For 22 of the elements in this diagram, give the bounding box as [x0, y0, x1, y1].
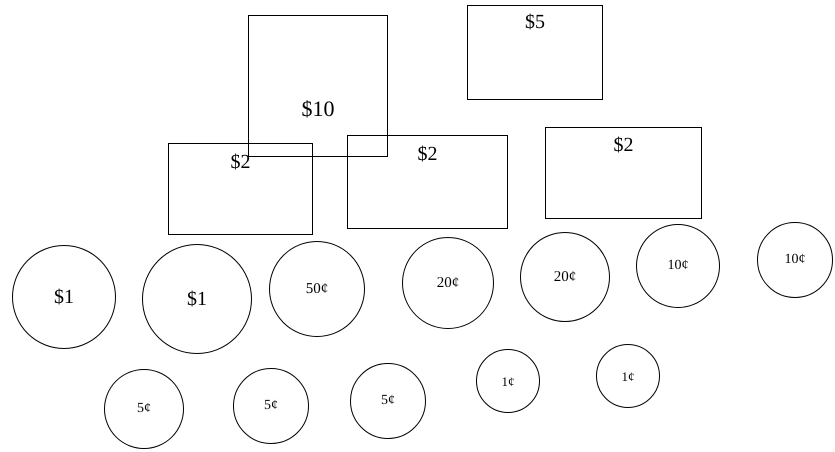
value-label: 1¢ — [502, 374, 514, 388]
value-label: 5¢ — [264, 399, 278, 413]
value-label: $5 — [525, 12, 545, 32]
banknote-rectangle — [248, 15, 388, 157]
banknote-rectangle — [467, 5, 603, 100]
value-label: $2 — [614, 135, 634, 155]
value-label: 10¢ — [784, 253, 806, 267]
value-label: 5¢ — [137, 402, 151, 416]
banknote-rectangle — [545, 127, 702, 219]
value-label: $2 — [230, 152, 250, 172]
value-label: 20¢ — [436, 276, 460, 290]
banknote-rectangle — [347, 135, 508, 229]
banknote-rectangle — [168, 143, 313, 235]
value-label: $2 — [418, 144, 438, 164]
value-label: 10¢ — [668, 259, 688, 273]
value-label: $1 — [54, 287, 74, 307]
value-label: 50¢ — [306, 282, 328, 296]
value-label: $1 — [187, 289, 207, 309]
value-label: 5¢ — [381, 394, 395, 408]
value-label: 1¢ — [622, 370, 634, 382]
value-label: 20¢ — [554, 270, 576, 284]
value-label: $10 — [302, 98, 334, 120]
